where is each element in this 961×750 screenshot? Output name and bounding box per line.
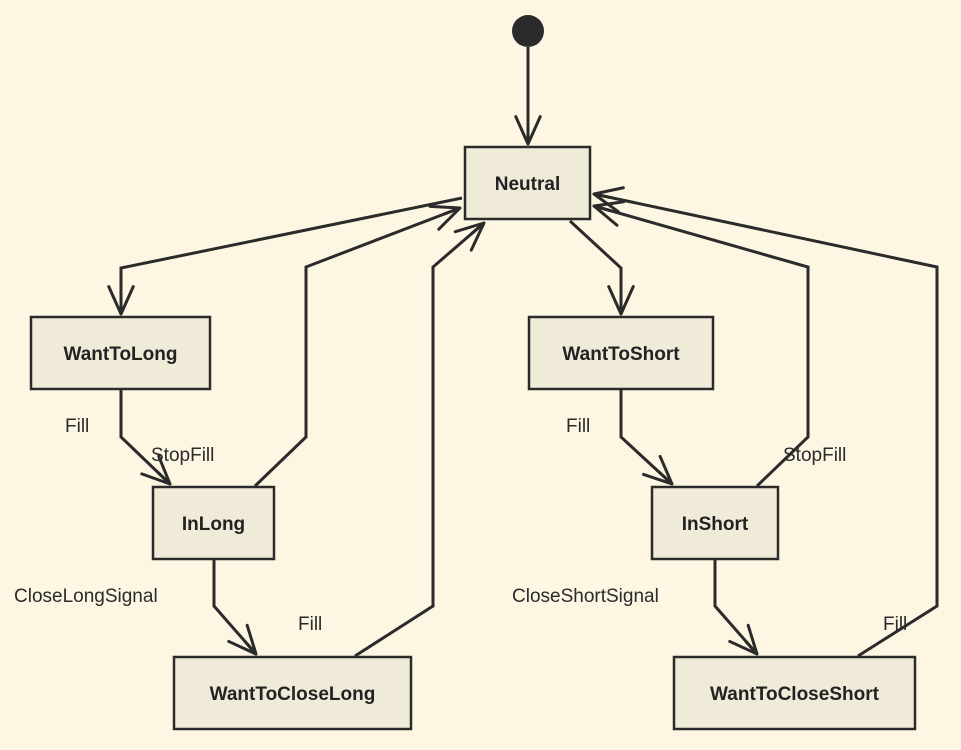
state-in-long: InLong	[151, 485, 276, 561]
transition-label-want-to-close-short-fill: Fill	[883, 614, 907, 635]
state-want-to-short: WantToShort	[527, 315, 715, 391]
edge-in-long-to-want-to-close-long	[212, 560, 258, 655]
state-in-long-label: InLong	[182, 514, 245, 535]
transition-label-in-short-stop-fill: StopFill	[783, 445, 846, 466]
state-want-to-close-short: WantToCloseShort	[672, 655, 917, 731]
edge-initial-to-neutral-arrowhead	[514, 115, 542, 146]
state-want-to-long-box	[29, 315, 212, 391]
edge-want-to-close-long-to-neutral-arrowhead	[453, 221, 486, 252]
state-in-long-box	[151, 485, 276, 561]
edge-in-short-to-want-to-close-short-arrowhead	[728, 623, 759, 656]
state-want-to-close-long-box	[172, 655, 413, 731]
state-want-to-short-label: WantToShort	[562, 344, 680, 365]
edge-neutral-to-want-to-long	[119, 196, 463, 314]
state-want-to-long: WantToLong	[29, 315, 212, 391]
edge-want-to-close-long-to-neutral	[354, 221, 485, 658]
edge-in-long-to-neutral	[253, 206, 461, 488]
edge-want-to-short-to-in-short-arrowhead	[642, 454, 674, 486]
transition-label-in-long-close-signal: CloseLongSignal	[14, 586, 158, 607]
state-neutral-box	[463, 145, 592, 221]
state-want-to-close-long: WantToCloseLong	[172, 655, 413, 731]
edge-want-to-long-to-in-long	[119, 390, 172, 486]
edge-in-short-to-neutral	[593, 204, 810, 488]
edge-in-short-to-neutral-arrowhead	[592, 200, 626, 227]
edge-in-long-to-neutral-arrowhead	[428, 204, 462, 231]
edge-want-to-close-short-to-neutral	[593, 192, 939, 658]
transition-label-want-to-close-long-fill: Fill	[298, 614, 322, 635]
state-want-to-close-short-label: WantToCloseShort	[710, 684, 880, 705]
transition-label-in-short-close-signal: CloseShortSignal	[512, 586, 659, 607]
state-want-to-close-short-box	[672, 655, 917, 731]
state-want-to-long-label: WantToLong	[64, 344, 178, 365]
state-neutral: Neutral	[463, 145, 592, 221]
state-in-short: InShort	[650, 485, 780, 561]
initial-state-dot	[512, 15, 544, 47]
edge-neutral-to-want-to-short-arrowhead	[607, 285, 635, 316]
transition-label-in-long-stop-fill: StopFill	[151, 445, 214, 466]
transition-label-want-to-long-fill: Fill	[65, 416, 89, 437]
edge-want-to-short-to-in-short	[619, 390, 674, 486]
state-want-to-short-box	[527, 315, 715, 391]
state-in-short-box	[650, 485, 780, 561]
transition-label-want-to-short-fill: Fill	[566, 416, 590, 437]
state-want-to-close-long-label: WantToCloseLong	[210, 684, 376, 705]
edge-in-long-to-want-to-close-long-arrowhead	[227, 623, 258, 656]
edge-neutral-to-want-to-long-arrowhead	[107, 285, 135, 316]
state-neutral-label: Neutral	[495, 174, 560, 195]
state-in-short-label: InShort	[682, 514, 749, 535]
edge-want-to-close-short-to-neutral-arrowhead	[592, 186, 625, 214]
edge-want-to-long-to-in-long-arrowhead	[140, 454, 172, 486]
edge-in-short-to-want-to-close-short	[713, 560, 759, 655]
